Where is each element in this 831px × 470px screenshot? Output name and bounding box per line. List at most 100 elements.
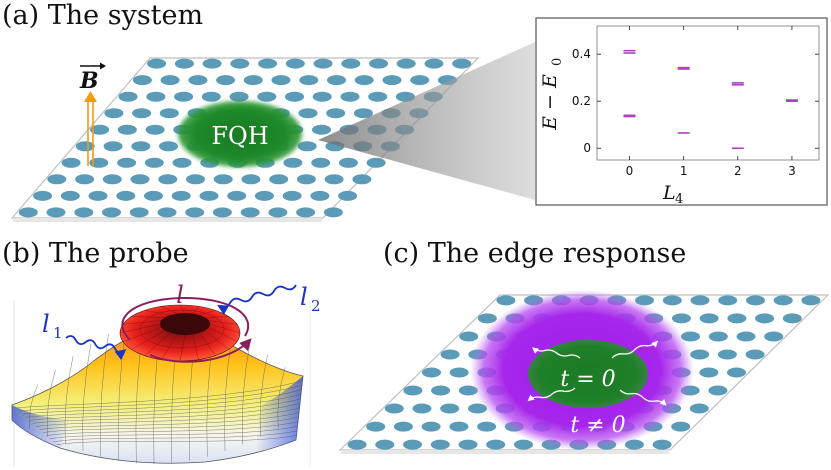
lattice-dot bbox=[422, 367, 441, 378]
lattice-dot bbox=[430, 439, 450, 450]
lattice-dot bbox=[132, 108, 152, 119]
lattice-dot bbox=[296, 207, 316, 218]
lattice-dot bbox=[347, 439, 367, 450]
lattice-dot bbox=[699, 313, 719, 324]
lattice-dot bbox=[282, 190, 302, 201]
lattice-dot bbox=[452, 58, 472, 69]
lattice-dot bbox=[171, 190, 191, 201]
lattice-dot bbox=[202, 58, 222, 69]
lattice-dot bbox=[243, 75, 263, 86]
lattice-dot bbox=[159, 141, 178, 152]
lattice-dot bbox=[410, 75, 430, 86]
lattice-dot bbox=[283, 157, 303, 168]
lattice-dot bbox=[366, 157, 386, 168]
x-tick-label: 2 bbox=[734, 164, 742, 178]
ring-mesh-line bbox=[161, 306, 178, 314]
lattice-dot bbox=[257, 91, 277, 102]
lattice-dot bbox=[74, 207, 94, 218]
ring-mesh-line bbox=[208, 320, 238, 325]
lattice-dot bbox=[88, 190, 108, 201]
lattice-dot bbox=[745, 349, 765, 360]
chart-plot-area bbox=[596, 25, 820, 161]
lattice-dot bbox=[89, 157, 109, 168]
lattice-dot bbox=[449, 421, 469, 432]
emission-arrow-ul bbox=[532, 347, 581, 359]
lattice-dot bbox=[496, 295, 516, 306]
lattice-dot bbox=[186, 174, 205, 185]
lattice-dot bbox=[671, 421, 691, 432]
mesh-line bbox=[25, 394, 302, 418]
lattice-dot bbox=[340, 91, 360, 102]
lattice-dot bbox=[172, 157, 192, 168]
emission-arrow-ur bbox=[611, 340, 658, 359]
lattice-dot bbox=[412, 403, 432, 414]
lattice-dot bbox=[75, 174, 95, 185]
lattice-dot bbox=[384, 403, 404, 414]
vector-arrow-icon bbox=[80, 62, 106, 70]
l2-label: l bbox=[300, 283, 308, 311]
lattice-dot bbox=[801, 295, 821, 306]
lattice-dot bbox=[440, 349, 460, 360]
lattice-dot bbox=[131, 141, 151, 152]
panel-b-title: (b) The probe bbox=[2, 238, 189, 269]
t-nonzero-label: t ≠ 0 bbox=[570, 413, 625, 438]
fqh-region bbox=[178, 101, 302, 167]
chart-xlabel-sub: 4 bbox=[675, 192, 683, 207]
ring-mesh-line bbox=[205, 316, 229, 318]
lattice-dot bbox=[327, 75, 346, 86]
lattice-dot bbox=[297, 141, 317, 152]
lattice-dot bbox=[311, 157, 331, 168]
lattice-dot bbox=[268, 207, 288, 218]
lattice-dot bbox=[393, 421, 413, 432]
ring-mesh-line bbox=[144, 310, 171, 316]
l1-label: l bbox=[42, 310, 50, 338]
mesh-line bbox=[29, 384, 38, 429]
lattice-dot bbox=[727, 313, 747, 324]
mesh-line bbox=[49, 426, 298, 440]
panel-c-title: (c) The edge response bbox=[383, 238, 687, 269]
chart-xlabel: L bbox=[662, 182, 676, 204]
lattice-dot bbox=[199, 190, 219, 201]
probe-hill bbox=[11, 331, 304, 464]
probe-surface bbox=[11, 300, 311, 466]
lattice-dot bbox=[174, 91, 194, 102]
lattice-dot bbox=[368, 91, 388, 102]
lattice-dot bbox=[104, 108, 124, 119]
lattice-dot bbox=[449, 367, 469, 378]
lattice-dot bbox=[116, 190, 136, 201]
mesh-line bbox=[259, 354, 268, 437]
lattice-dot bbox=[708, 385, 728, 396]
x-tick-label: 0 bbox=[626, 164, 634, 178]
lattice-dot bbox=[75, 141, 95, 152]
mesh-line bbox=[15, 380, 303, 409]
lattice-dot bbox=[285, 91, 304, 102]
mesh-line bbox=[53, 430, 298, 443]
hill-blue-right bbox=[255, 376, 303, 452]
emission-arrows bbox=[527, 340, 667, 406]
lattice-dot bbox=[671, 313, 691, 324]
lattice-dot bbox=[174, 58, 194, 69]
lattice-dot bbox=[324, 174, 344, 185]
lattice-dot bbox=[130, 174, 150, 185]
ring-mesh-line bbox=[209, 323, 241, 334]
lattice-dot bbox=[47, 174, 67, 185]
lattice-dot bbox=[212, 207, 232, 218]
lattice-dot bbox=[185, 207, 205, 218]
mesh-line bbox=[242, 343, 251, 445]
lattice-dot bbox=[708, 331, 728, 342]
lattice-dot bbox=[403, 385, 423, 396]
panel-a-title: (a) The system bbox=[2, 0, 204, 31]
lattice-dot bbox=[662, 295, 682, 306]
ring-mesh-line bbox=[208, 327, 238, 342]
x-tick-label: 3 bbox=[788, 164, 796, 178]
ring-mesh-line bbox=[139, 309, 225, 349]
lattice-dot bbox=[61, 157, 81, 168]
ring-mesh-line bbox=[205, 330, 229, 350]
lattice-dot bbox=[240, 207, 260, 218]
lattice-dot bbox=[458, 439, 478, 450]
lattice-dot bbox=[382, 75, 402, 86]
lattice-dot bbox=[652, 439, 672, 450]
lattice-dot bbox=[396, 58, 416, 69]
